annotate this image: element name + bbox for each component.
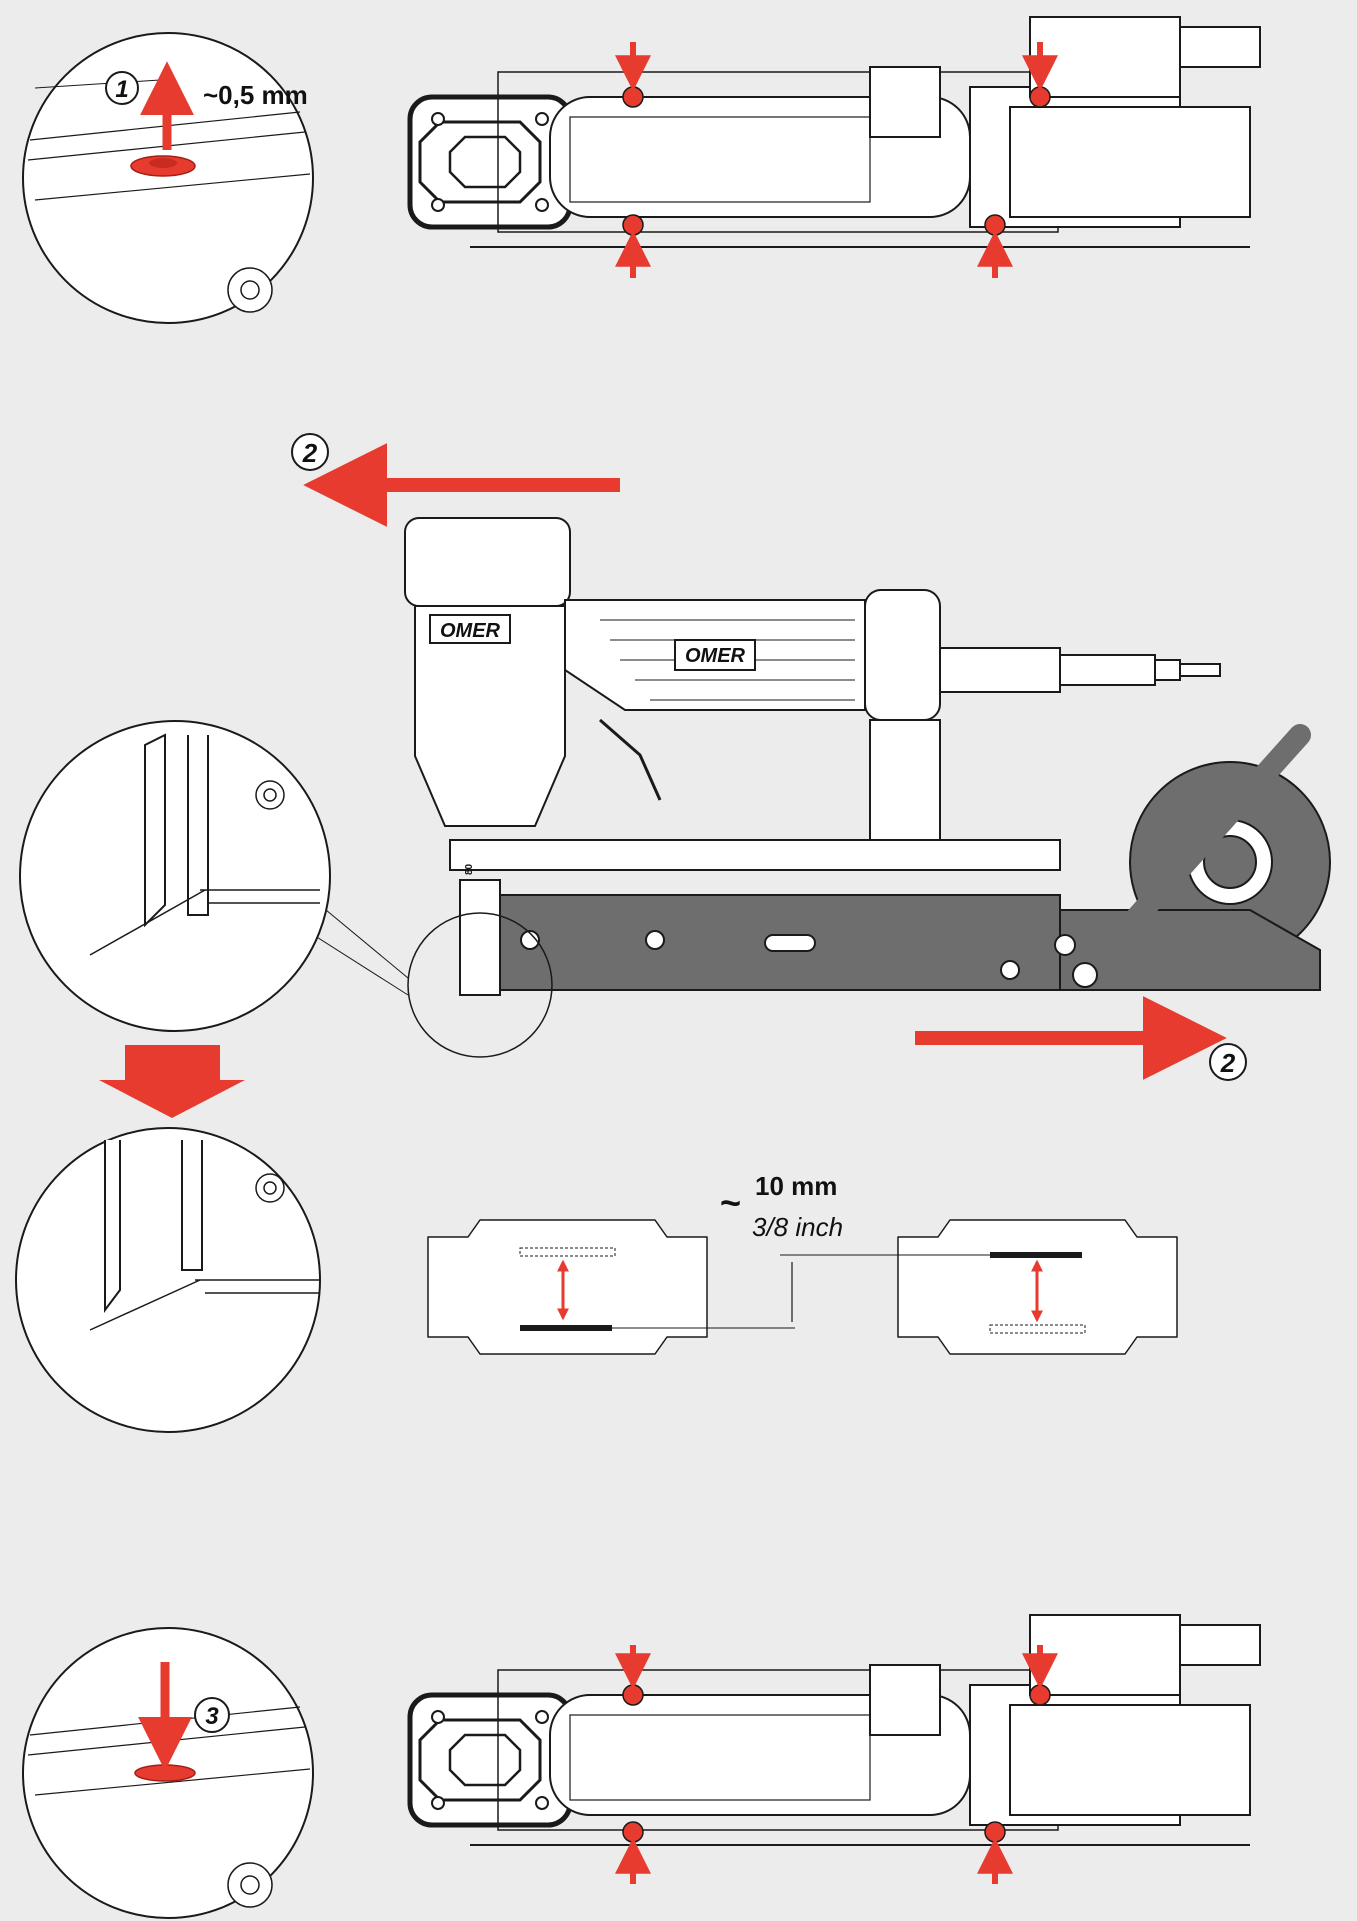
offset-dimension [612,1254,990,1329]
step-badge-2-top: 2 [291,433,329,471]
nut-markers-bottom [615,1645,1058,1884]
offset-mm-label: 10 mm [755,1171,837,1201]
offset-inch-label: 3/8 inch [752,1212,843,1242]
nailer-top-view-1 [410,17,1260,247]
step-number-1: 1 [115,76,128,103]
step-badge-3: 3 [194,1697,230,1733]
brand-logo-handle: OMER [685,645,746,667]
nailer-side-view: OMER OMER 80 [404,517,1331,996]
lift-amount-label: ~0,5 mm [203,80,308,110]
magazine-size-mark: 80 [464,863,475,875]
detail-circle-before [19,720,331,1032]
zoom-source-circle [407,912,553,1058]
nut-markers-top [615,42,1058,278]
adjustment-nut-center [149,158,177,168]
offset-tilde: ~ [720,1182,741,1223]
step-badge-1: 1 [105,71,139,105]
step-badge-2-bottom: 2 [1209,1043,1247,1081]
detail-circle-after [15,1127,321,1433]
nailer-top-view-2 [410,1615,1260,1845]
plate-after [897,1219,1178,1355]
detail-circle-step1 [22,32,314,324]
adjustment-nut-lowered [134,1764,196,1782]
plate-before [427,1219,708,1355]
brand-logo-head: OMER [440,620,501,642]
step-number-2-bottom: 2 [1220,1048,1236,1078]
step-number-2-top: 2 [302,438,318,468]
step-number-3: 3 [205,1703,219,1730]
down-arrow-transition [99,1045,245,1118]
